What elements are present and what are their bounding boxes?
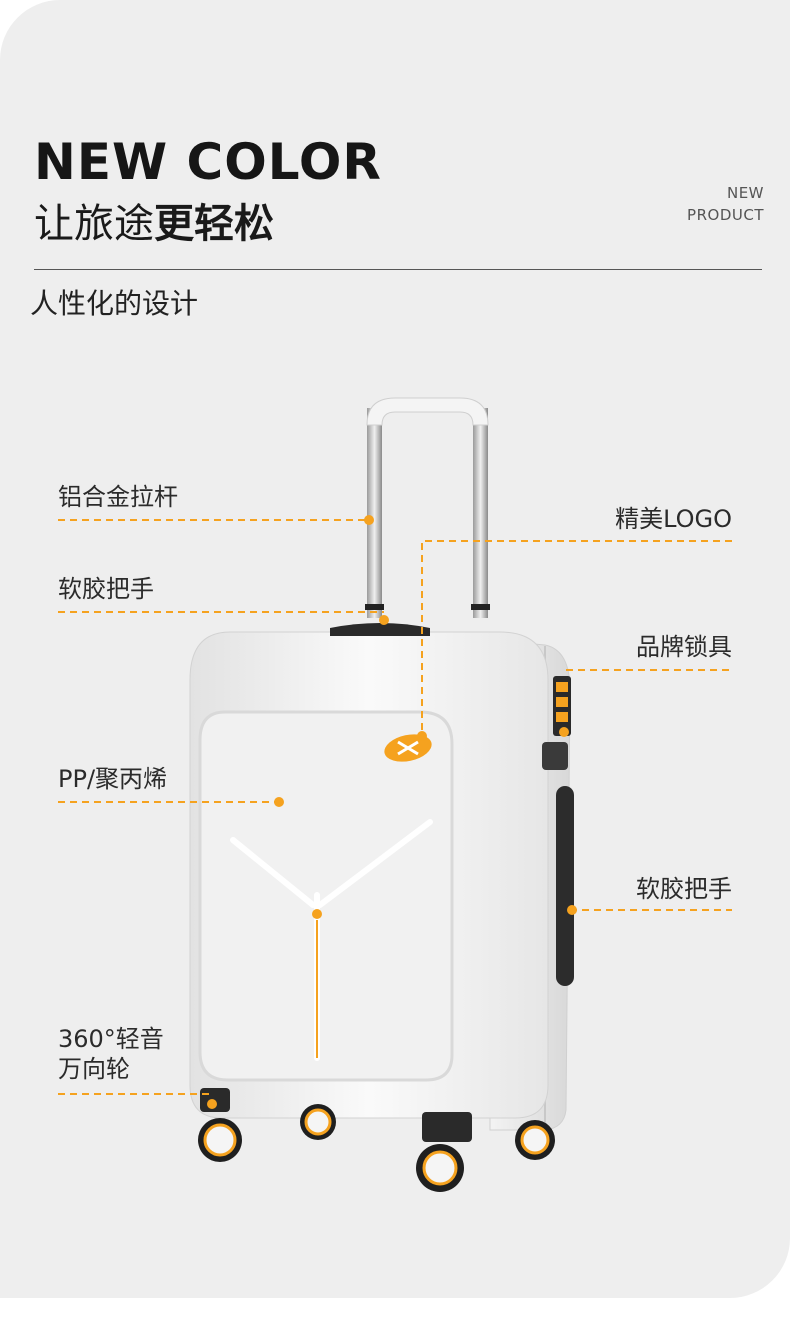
section-title: 人性化的设计 bbox=[30, 287, 199, 320]
callout-dots bbox=[207, 515, 577, 1109]
spinner-wheels bbox=[198, 1088, 555, 1192]
divider bbox=[34, 269, 762, 270]
callout-aluminum-handle: 铝合金拉杆 bbox=[58, 483, 178, 511]
headline: NEW COLOR bbox=[34, 133, 382, 191]
side-handle bbox=[556, 786, 574, 986]
callout-wheels-line1: 360°轻音 bbox=[58, 1025, 164, 1053]
subhead-bold: 更轻松 bbox=[154, 201, 274, 247]
callout-soft-grip-top: 软胶把手 bbox=[58, 575, 154, 603]
subhead-regular: 让旅途 bbox=[34, 201, 154, 247]
tag-line-1: NEW bbox=[726, 184, 764, 202]
trolley-handle bbox=[365, 397, 490, 618]
callout-soft-grip-side: 软胶把手 bbox=[636, 875, 732, 903]
callout-logo: 精美LOGO bbox=[615, 505, 732, 533]
callout-wheels-line2: 万向轮 bbox=[58, 1055, 130, 1083]
tag-line-2: PRODUCT bbox=[687, 206, 764, 224]
combination-lock bbox=[542, 676, 571, 770]
new-product-tag: NEW PRODUCT bbox=[687, 182, 764, 226]
callout-lines bbox=[58, 519, 732, 1095]
callout-lock: 品牌锁具 bbox=[636, 633, 732, 661]
callout-pp-material: PP/聚丙烯 bbox=[58, 765, 168, 793]
subhead: 让旅途更轻松 bbox=[34, 196, 274, 252]
